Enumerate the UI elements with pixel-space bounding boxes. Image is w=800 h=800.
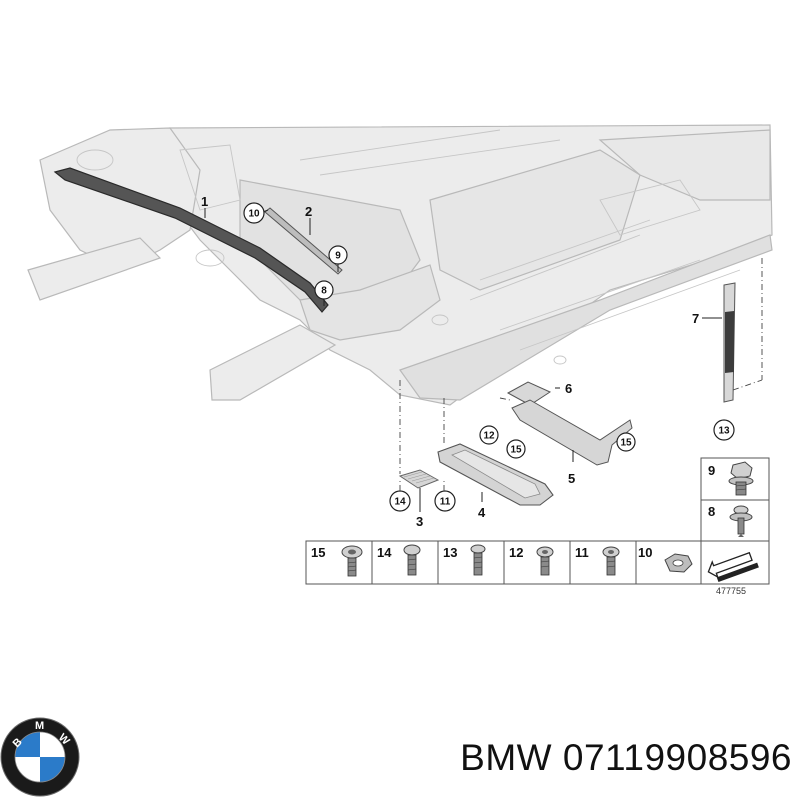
legend-label-9: 9	[708, 463, 715, 478]
part-2-strut	[264, 207, 343, 275]
circled-callout-10: 10	[243, 202, 265, 224]
circled-callout-11: 11	[434, 490, 456, 512]
callout-4: 4	[478, 505, 486, 520]
legend-label-15: 15	[311, 545, 325, 560]
bolt-11-icon	[602, 546, 620, 576]
circled-callout-15-left: 15	[506, 439, 526, 459]
footer-part-label: BMW 07119908596	[408, 737, 792, 779]
svg-text:11: 11	[440, 497, 451, 508]
guide-lines	[399, 258, 763, 474]
part-3-pad	[398, 469, 440, 489]
svg-text:13: 13	[718, 426, 730, 437]
screw-8-icon	[729, 505, 753, 537]
fastener-legend: 9 8 15 14 13 12 11 10	[305, 457, 770, 585]
circled-callout-12: 12	[479, 425, 499, 445]
bmw-logo: B M W	[0, 717, 80, 797]
part-7-strap	[723, 282, 736, 403]
bolt-15-icon	[341, 545, 363, 577]
circled-callout-14: 14	[389, 490, 411, 512]
part-6-bracket	[506, 381, 552, 406]
vehicle-underbody	[27, 124, 773, 406]
nut-10-icon	[664, 553, 693, 573]
part-1-strut-brace	[53, 167, 329, 313]
nav-arrow-icon	[707, 551, 759, 583]
svg-text:10: 10	[248, 209, 260, 220]
svg-text:8: 8	[321, 286, 327, 297]
underbody-detail-lines	[76, 129, 741, 365]
callout-6: 6	[565, 381, 572, 396]
svg-text:15: 15	[510, 445, 522, 456]
callout-1: 1	[201, 194, 208, 209]
bolt-13-icon	[470, 544, 486, 576]
footer-brand: BMW	[460, 737, 553, 778]
footer-part-number: 07119908596	[562, 737, 792, 778]
circled-callout-8: 8	[314, 280, 334, 300]
circled-callout-13: 13	[713, 419, 735, 441]
circled-callout-15-right: 15	[616, 432, 636, 452]
legend-label-13: 13	[443, 545, 457, 560]
reference-number: 477755	[716, 586, 746, 596]
callout-5: 5	[568, 471, 575, 486]
svg-text:14: 14	[394, 497, 406, 508]
bolt-14-icon	[403, 544, 421, 576]
callout-3: 3	[416, 514, 423, 529]
callout-7: 7	[692, 311, 699, 326]
callout-2: 2	[305, 204, 312, 219]
bolt-9-icon	[728, 461, 754, 496]
svg-text:12: 12	[483, 431, 495, 442]
legend-label-10: 10	[638, 545, 652, 560]
svg-text:9: 9	[335, 251, 341, 262]
circled-callout-9: 9	[328, 245, 348, 265]
legend-label-14: 14	[377, 545, 392, 560]
part-5-plate	[511, 399, 633, 466]
bolt-12-icon	[536, 546, 554, 576]
legend-label-8: 8	[708, 504, 715, 519]
svg-text:15: 15	[620, 438, 632, 449]
svg-text:M: M	[35, 720, 44, 732]
legend-label-12: 12	[509, 545, 523, 560]
legend-label-11: 11	[575, 545, 589, 560]
part-4-cover	[437, 443, 554, 506]
